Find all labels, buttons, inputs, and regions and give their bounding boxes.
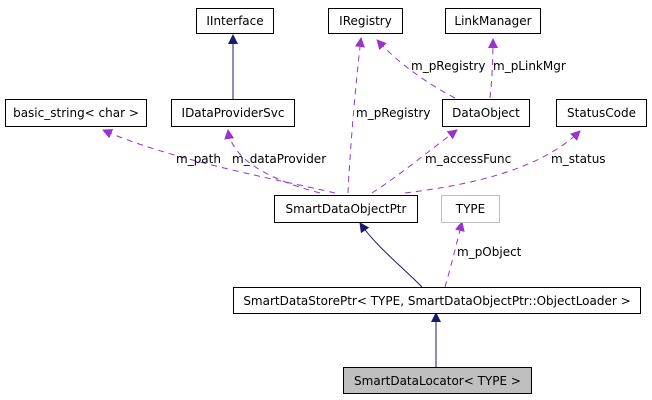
- class-smartdatastoreptr[interactable]: SmartDataStorePtr< TYPE, SmartDataObject…: [233, 287, 641, 314]
- edge-smartdatastoreptr-smartdataobjectptr: [359, 222, 423, 288]
- label-accessfunc: m_accessFunc: [425, 152, 512, 166]
- label-dataprovider: m_dataProvider: [232, 152, 327, 166]
- label-do-registry: m_pRegistry: [411, 59, 486, 73]
- edge-dataobject-linkmanager: [487, 38, 498, 99]
- label-status: m_status: [551, 152, 606, 166]
- class-type[interactable]: TYPE: [441, 195, 500, 223]
- label-path: m_path: [176, 152, 221, 166]
- label-pobject: m_pObject: [457, 245, 522, 259]
- class-idataprovidersvc[interactable]: IDataProviderSvc: [171, 99, 295, 127]
- label-sdop-registry: m_pRegistry: [356, 106, 431, 120]
- class-basic-string[interactable]: basic_string< char >: [5, 99, 147, 127]
- class-dataobject[interactable]: DataObject: [442, 99, 530, 127]
- class-linkmanager[interactable]: LinkManager: [445, 8, 541, 34]
- class-iregistry[interactable]: IRegistry: [328, 8, 403, 34]
- edge-sdop-basic-string: [102, 129, 336, 194]
- edge-dataobject-iregistry: [376, 39, 456, 99]
- class-smartdataobjectptr[interactable]: SmartDataObjectPtr: [274, 195, 418, 223]
- edge-sdsp-type: [444, 221, 465, 288]
- edge-sdop-statuscode: [404, 130, 581, 194]
- label-do-linkmgr: m_pLinkMgr: [493, 59, 566, 73]
- edge-sdop-idataprovidersvc: [224, 129, 321, 194]
- class-smartdatalocator: SmartDataLocator< TYPE >: [343, 367, 532, 394]
- class-statuscode[interactable]: StatusCode: [556, 99, 647, 127]
- edge-sdop-iregistry: [347, 37, 365, 194]
- class-iinterface[interactable]: IInterface: [196, 8, 274, 34]
